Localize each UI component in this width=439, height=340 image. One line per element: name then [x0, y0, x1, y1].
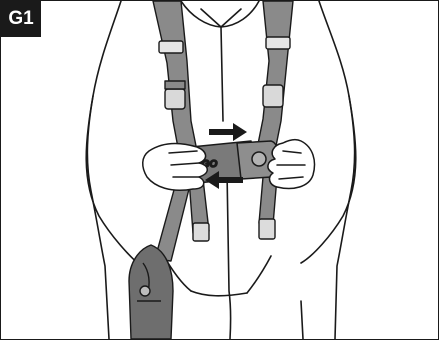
- hip-strap: [129, 179, 191, 339]
- right-hand: [268, 140, 315, 189]
- left-hand: [143, 144, 208, 191]
- torso-outline-right: [319, 1, 355, 339]
- left-shoulder-strap: [153, 1, 197, 153]
- collar: [181, 1, 259, 27]
- shirt-placket: [221, 27, 223, 121]
- right-shoulder-strap: [257, 1, 293, 151]
- figure-label: G1: [1, 1, 41, 37]
- torso-outline: [87, 1, 121, 339]
- push-right-arrow: [209, 123, 247, 141]
